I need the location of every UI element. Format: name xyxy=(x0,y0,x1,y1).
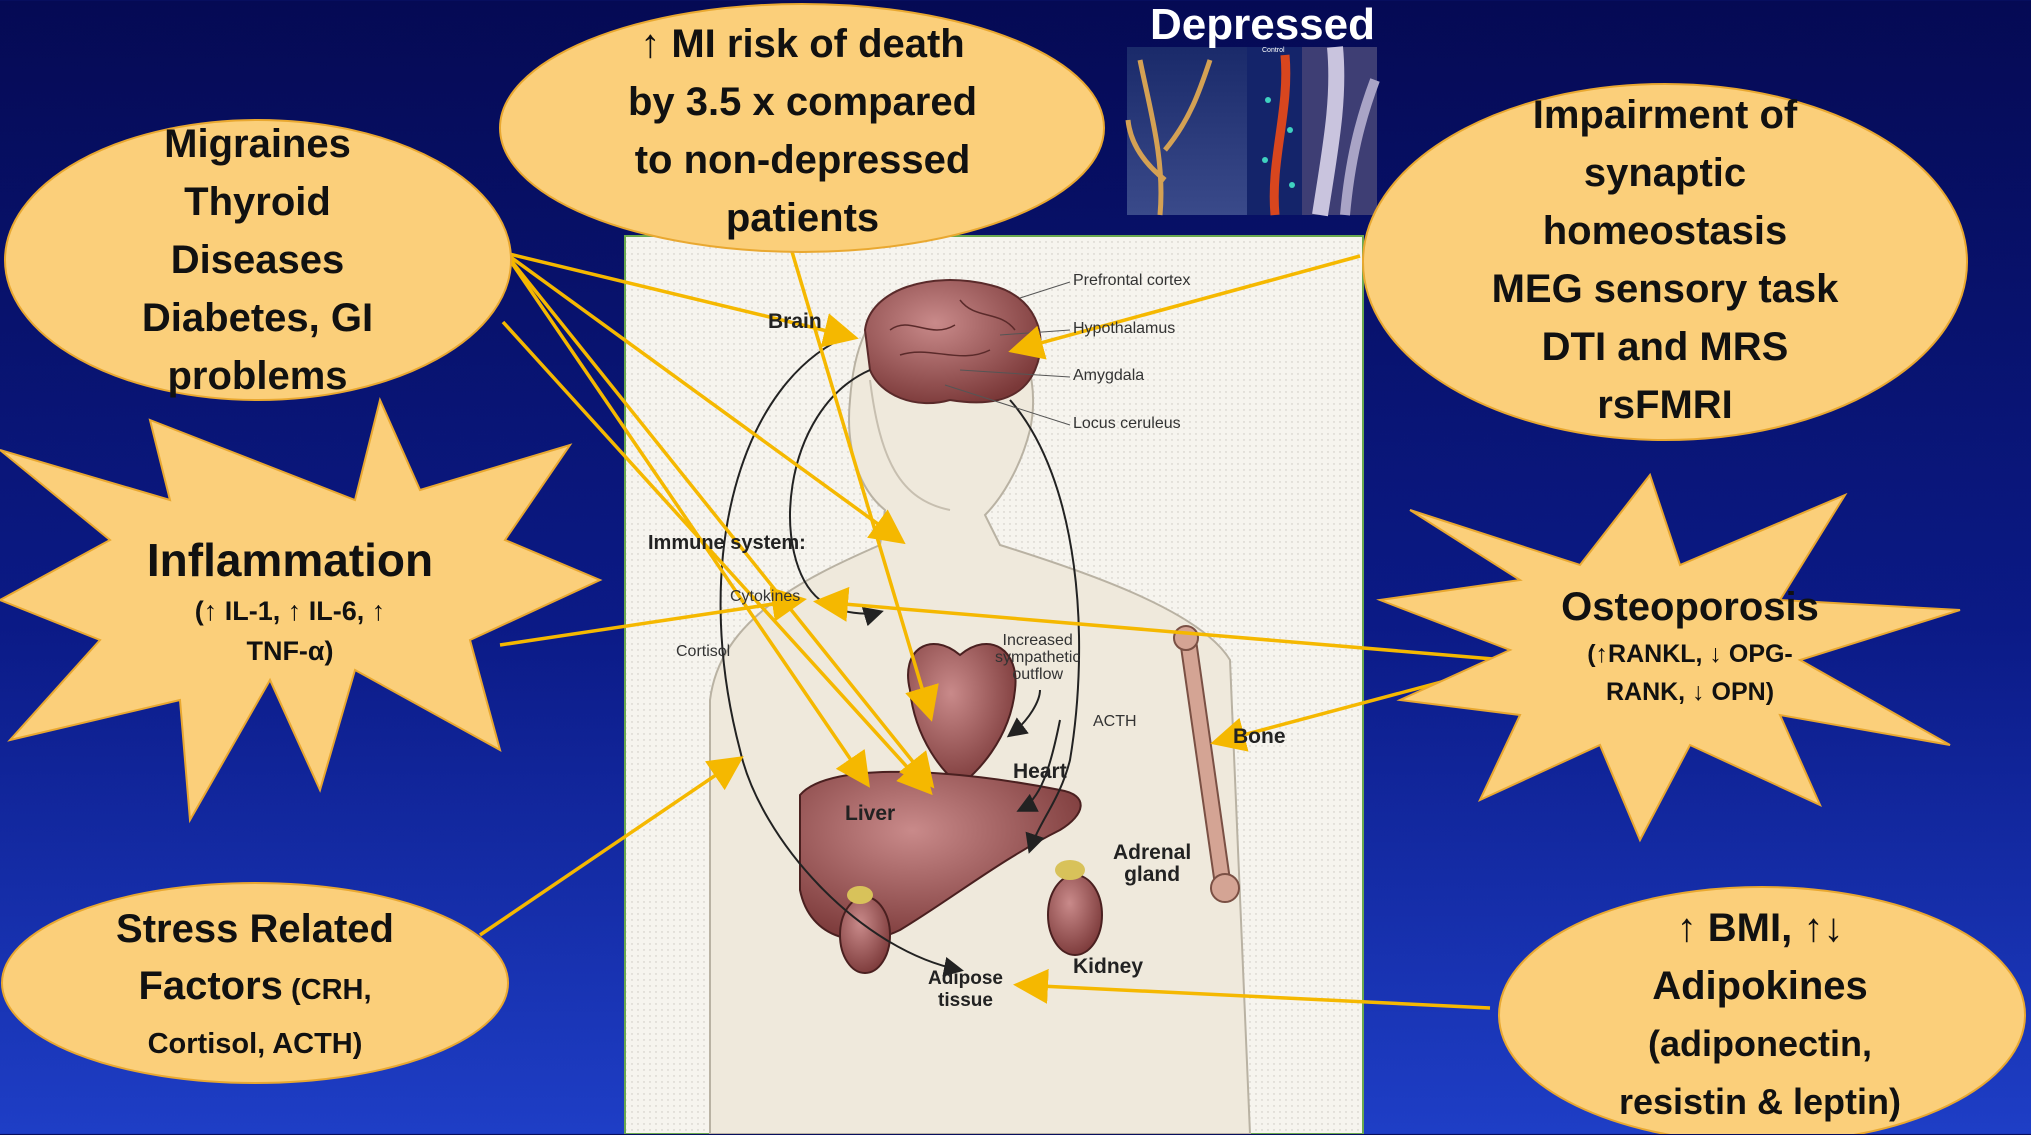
label-adipose-1: Adipose xyxy=(928,968,1003,989)
comorbid-line: problems xyxy=(167,347,347,405)
synaptic-line: homeostasis xyxy=(1543,202,1788,260)
stress-line-2: Factors (CRH, xyxy=(138,958,371,1019)
neuron-images xyxy=(1127,47,1377,215)
label-locus: Locus ceruleus xyxy=(1073,415,1181,433)
comorbid-text: Migraines Thyroid Diseases Diabetes, GI … xyxy=(60,115,455,405)
label-sympathetic-3: outflow xyxy=(1012,666,1063,683)
label-bone: Bone xyxy=(1233,725,1286,749)
inflammation-detail: TNF-α) xyxy=(246,631,333,671)
label-cortisol: Cortisol xyxy=(676,643,730,661)
synaptic-line: rsFMRI xyxy=(1597,376,1733,434)
label-acth: ACTH xyxy=(1093,713,1137,731)
inflammation-detail: (↑ IL-1, ↑ IL-6, ↑ xyxy=(195,591,386,631)
comorbid-line: Diseases xyxy=(171,231,344,289)
osteoporosis-text: Osteoporosis (↑RANKL, ↓ OPG- RANK, ↓ OPN… xyxy=(1540,575,1840,715)
bmi-line: resistin & leptin) xyxy=(1619,1073,1901,1131)
label-immune: Immune system: xyxy=(648,532,806,555)
label-amygdala: Amygdala xyxy=(1073,367,1144,385)
bmi-line: (adiponectin, xyxy=(1648,1015,1872,1073)
stress-crh: (CRH, xyxy=(283,974,372,1006)
synaptic-line: Impairment of xyxy=(1533,86,1797,144)
label-sympathetic-2: sympathetic xyxy=(995,649,1080,666)
inflammation-title: Inflammation xyxy=(147,529,433,591)
label-hypothalamus: Hypothalamus xyxy=(1073,320,1175,338)
label-adipose: Adipose tissue xyxy=(928,968,1003,1012)
synaptic-line: synaptic xyxy=(1584,144,1746,202)
comorbid-line: Diabetes, GI xyxy=(142,289,373,347)
synaptic-line: MEG sensory task xyxy=(1492,260,1839,318)
label-sympathetic: Increased sympathetic outflow xyxy=(995,632,1080,683)
label-brain: Brain xyxy=(768,310,822,334)
synaptic-line: DTI and MRS xyxy=(1542,318,1789,376)
label-prefrontal: Prefrontal cortex xyxy=(1073,272,1190,290)
label-adrenal-1: Adrenal xyxy=(1113,841,1191,864)
label-adrenal: Adrenal gland xyxy=(1113,842,1191,886)
mi-risk-line: patients xyxy=(726,189,879,247)
mi-risk-text: ↑ MI risk of death by 3.5 x compared to … xyxy=(560,18,1045,243)
depressed-heading: Depressed xyxy=(1140,0,1385,50)
bmi-line: Adipokines xyxy=(1652,957,1868,1015)
comorbid-line: Migraines xyxy=(164,115,351,173)
bmi-text: ↑ BMI, ↑↓ Adipokines (adiponectin, resis… xyxy=(1545,895,1975,1135)
label-kidney: Kidney xyxy=(1073,955,1143,979)
label-sympathetic-1: Increased xyxy=(1003,632,1073,649)
stress-factors-word: Factors xyxy=(138,964,283,1008)
mi-risk-line: to non-depressed xyxy=(635,131,971,189)
stress-line: Cortisol, ACTH) xyxy=(148,1019,363,1069)
osteoporosis-detail: RANK, ↓ OPN) xyxy=(1606,673,1774,711)
mi-risk-line: ↑ MI risk of death xyxy=(640,15,965,73)
mi-risk-line: by 3.5 x compared xyxy=(628,73,977,131)
label-adipose-2: tissue xyxy=(938,990,993,1011)
stress-text: Stress Related Factors (CRH, Cortisol, A… xyxy=(40,895,470,1075)
label-liver: Liver xyxy=(845,802,895,826)
stress-line: Stress Related xyxy=(116,901,394,958)
bmi-line: ↑ BMI, ↑↓ xyxy=(1677,899,1844,957)
osteoporosis-detail: (↑RANKL, ↓ OPG- xyxy=(1587,635,1793,673)
osteoporosis-title: Osteoporosis xyxy=(1561,579,1819,635)
comorbid-line: Thyroid xyxy=(184,173,331,231)
label-cytokines: Cytokines xyxy=(730,588,800,606)
label-adrenal-2: gland xyxy=(1124,863,1180,886)
label-heart: Heart xyxy=(1013,760,1067,784)
inflammation-text: Inflammation (↑ IL-1, ↑ IL-6, ↑ TNF-α) xyxy=(100,520,480,680)
synaptic-text: Impairment of synaptic homeostasis MEG s… xyxy=(1420,85,1910,435)
